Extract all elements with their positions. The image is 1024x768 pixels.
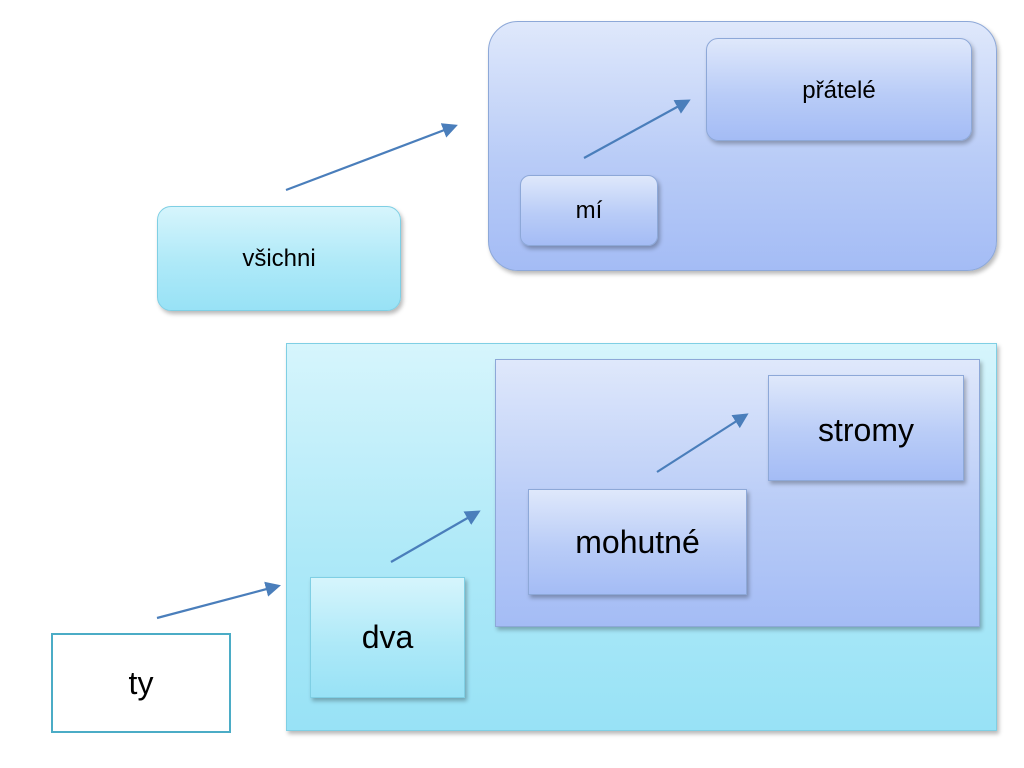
- node-ty-label: ty: [128, 664, 154, 701]
- node-pratele: přátelé: [706, 38, 972, 141]
- node-dva: dva: [310, 577, 465, 698]
- node-dva-label: dva: [361, 619, 414, 655]
- node-vsichni-label: všichni: [242, 244, 316, 272]
- arrow-vsichni-to-group: [285, 123, 458, 192]
- node-vsichni: všichni: [157, 206, 401, 311]
- node-ty: ty: [51, 633, 231, 733]
- node-pratele-label: přátelé: [802, 77, 876, 104]
- node-stromy-label: stromy: [818, 412, 914, 448]
- node-mi-label: mí: [575, 196, 603, 224]
- arrow-ty-to-dva: [156, 581, 281, 620]
- node-stromy: stromy: [768, 375, 964, 481]
- node-mohutne: mohutné: [528, 489, 747, 595]
- node-mi: mí: [520, 175, 658, 246]
- node-mohutne-label: mohutné: [575, 523, 700, 560]
